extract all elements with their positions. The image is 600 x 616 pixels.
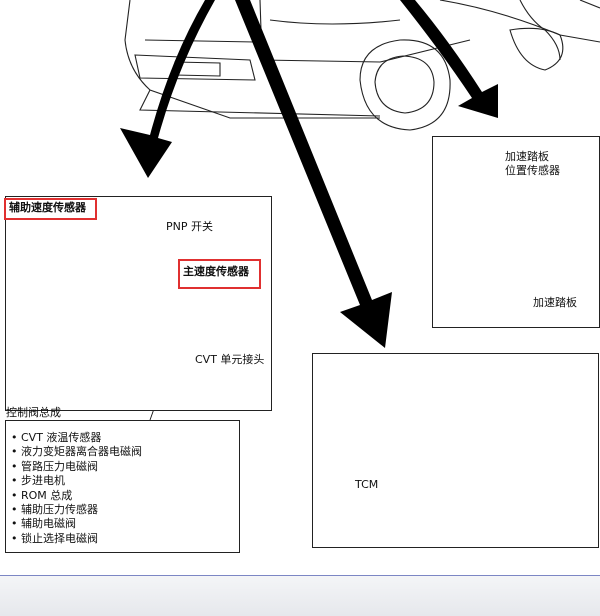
list-item: 液力变矩器离合器电磁阀 bbox=[11, 445, 142, 459]
footer-bar bbox=[0, 576, 600, 616]
list-item: 辅助压力传感器 bbox=[11, 503, 142, 517]
cvt-connector-label: CVT 单元接头 bbox=[195, 353, 265, 366]
aux-speed-sensor-highlight: 辅助速度传感器 bbox=[4, 198, 97, 220]
list-item: 管路压力电磁阀 bbox=[11, 460, 142, 474]
diagram-canvas: 辅助速度传感器 PNP 开关 主速度传感器 CVT 单元接头 控制阀总成 加速踏… bbox=[0, 0, 600, 575]
transmission-panel bbox=[5, 196, 272, 411]
list-item: 锁止选择电磁阀 bbox=[11, 532, 142, 546]
tcm-label: TCM bbox=[355, 478, 379, 491]
list-item: 步进电机 bbox=[11, 474, 142, 488]
list-item: 辅助电磁阀 bbox=[11, 517, 142, 531]
pnp-switch-label: PNP 开关 bbox=[166, 220, 213, 233]
pedal-panel bbox=[432, 136, 600, 328]
tcm-panel bbox=[312, 353, 599, 548]
accel-pedal-label: 加速踏板 bbox=[533, 296, 577, 309]
list-item: ROM 总成 bbox=[11, 489, 142, 503]
control-valve-label: 控制阀总成 bbox=[6, 406, 61, 419]
pedal-sensor-label-line2: 位置传感器 bbox=[505, 164, 560, 177]
footer-divider bbox=[0, 575, 600, 576]
list-item: CVT 液温传感器 bbox=[11, 431, 142, 445]
aux-speed-sensor-label: 辅助速度传感器 bbox=[9, 201, 86, 214]
main-speed-sensor-highlight: 主速度传感器 bbox=[178, 259, 261, 289]
pedal-sensor-label-line1: 加速踏板 bbox=[505, 150, 549, 163]
component-list: CVT 液温传感器 液力变矩器离合器电磁阀 管路压力电磁阀 步进电机 ROM 总… bbox=[11, 431, 142, 546]
main-speed-sensor-label: 主速度传感器 bbox=[183, 265, 249, 278]
